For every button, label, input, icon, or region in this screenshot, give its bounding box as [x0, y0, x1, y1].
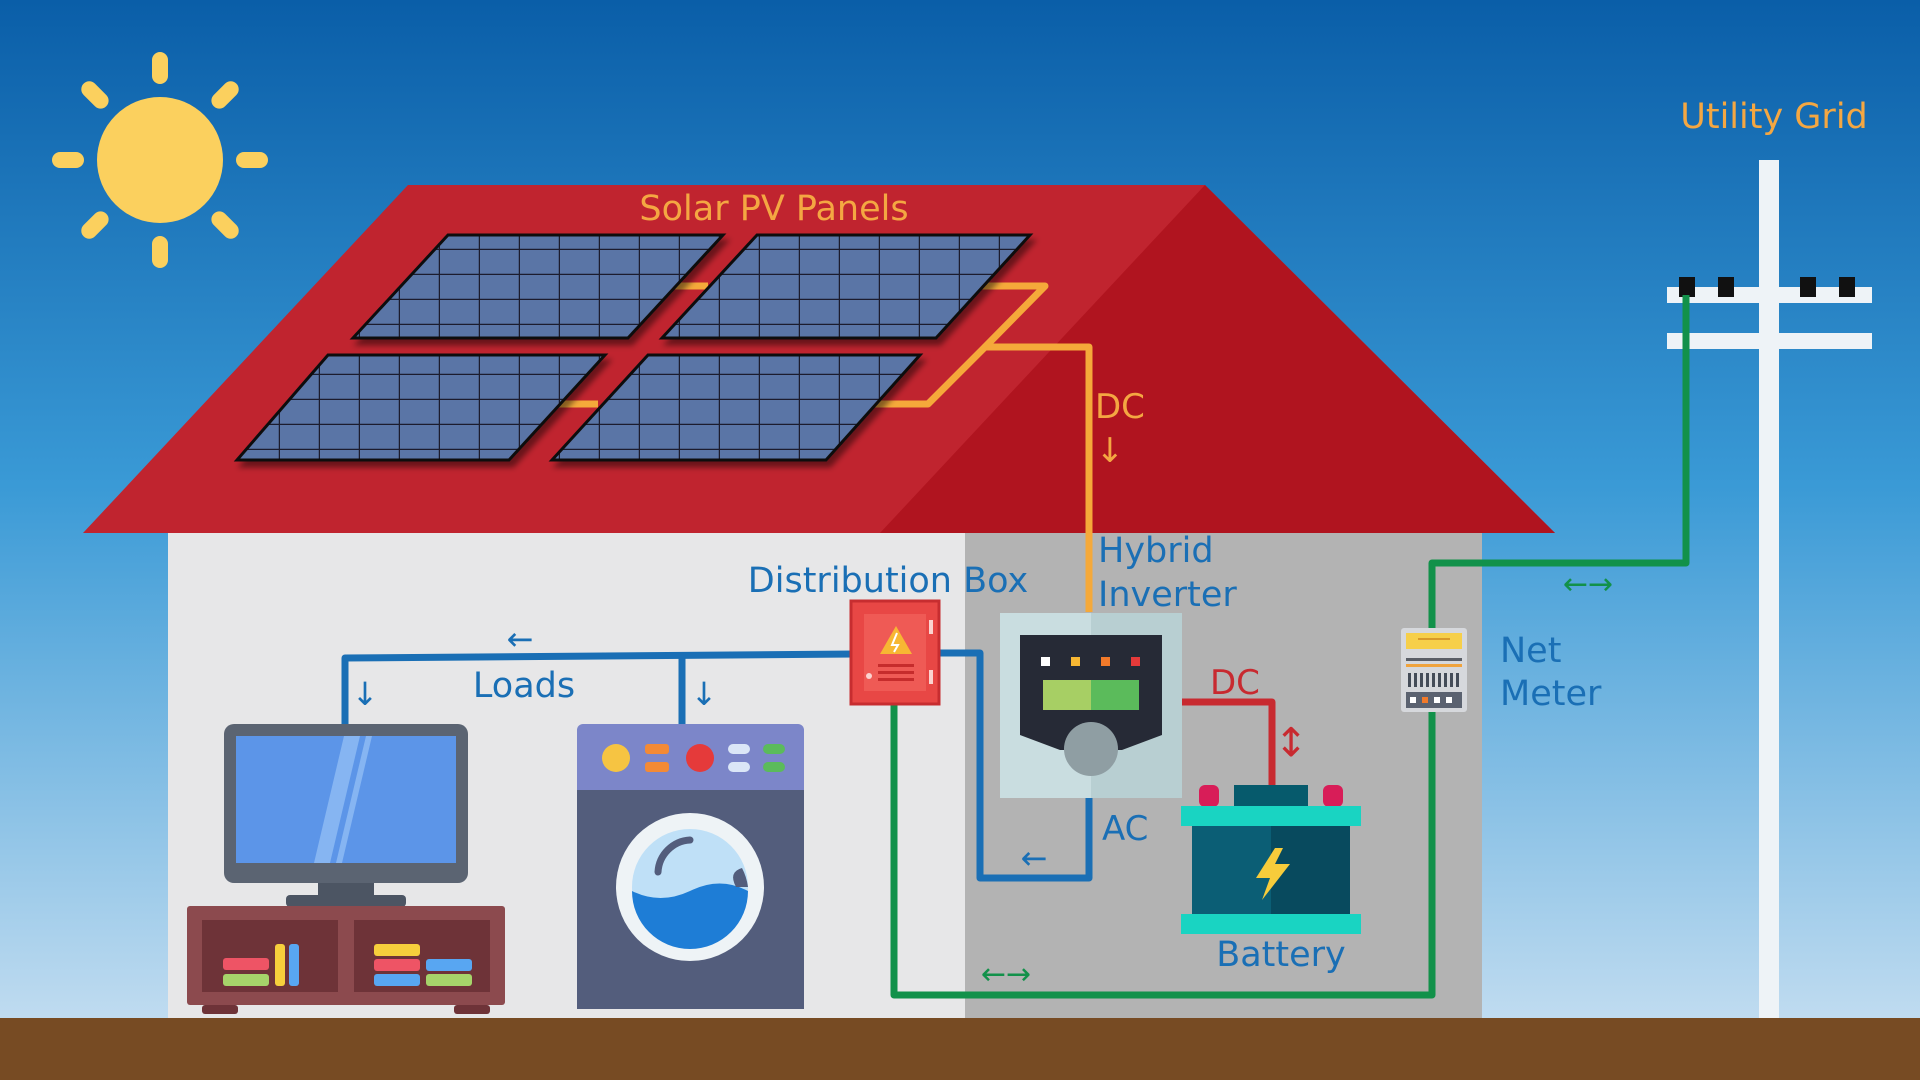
ac-arrow-left: ← — [1021, 839, 1048, 877]
washer-arrow-down: ↓ — [691, 675, 718, 713]
solar-panel — [349, 233, 727, 340]
hybrid-inverter-label-line2: Inverter — [1098, 575, 1237, 615]
ground — [0, 1018, 1920, 1080]
ac-wire — [341, 649, 1093, 882]
solar-panels — [233, 233, 1034, 462]
tv-arrow-down: ↓ — [352, 675, 379, 713]
solar-panels-label: Solar PV Panels — [639, 189, 908, 229]
distribution-box-label: Distribution Box — [748, 561, 1028, 601]
battery-dc-arrow: ↕ — [1274, 720, 1308, 766]
inverter-icon — [1000, 613, 1182, 798]
washing-machine-icon — [577, 724, 804, 1009]
television-icon — [187, 724, 505, 1014]
battery-wire — [1182, 698, 1276, 790]
solar-panel — [548, 353, 924, 462]
net-meter-label-line1: Net — [1500, 631, 1561, 671]
sun-icon — [52, 52, 268, 268]
hybrid-inverter-label-line1: Hybrid — [1098, 531, 1214, 571]
battery-dc-label: DC — [1210, 663, 1260, 703]
net-meter-icon — [1401, 628, 1467, 712]
roof-side — [880, 185, 1555, 533]
solar-panel — [658, 233, 1034, 340]
ac-label: AC — [1102, 809, 1148, 849]
dc-wire — [548, 282, 1093, 612]
loads-label: Loads — [473, 666, 575, 706]
grid-wire — [890, 295, 1690, 999]
battery-label: Battery — [1216, 935, 1346, 975]
utility-grid-label: Utility Grid — [1680, 97, 1868, 137]
solar-panel — [233, 353, 609, 462]
utility-pole-icon — [1667, 160, 1872, 1018]
dc-label: DC — [1095, 387, 1145, 427]
grid-arrow-bidirectional: ←→ — [1563, 567, 1613, 602]
distribution-box-icon — [849, 599, 941, 706]
net-meter-label-line2: Meter — [1500, 674, 1602, 714]
dc-arrow-down: ↓ — [1096, 431, 1125, 471]
loads-arrow-left: ← — [507, 620, 534, 658]
battery-icon — [1181, 785, 1361, 934]
ground-arrow-bidirectional: ←→ — [981, 957, 1031, 992]
